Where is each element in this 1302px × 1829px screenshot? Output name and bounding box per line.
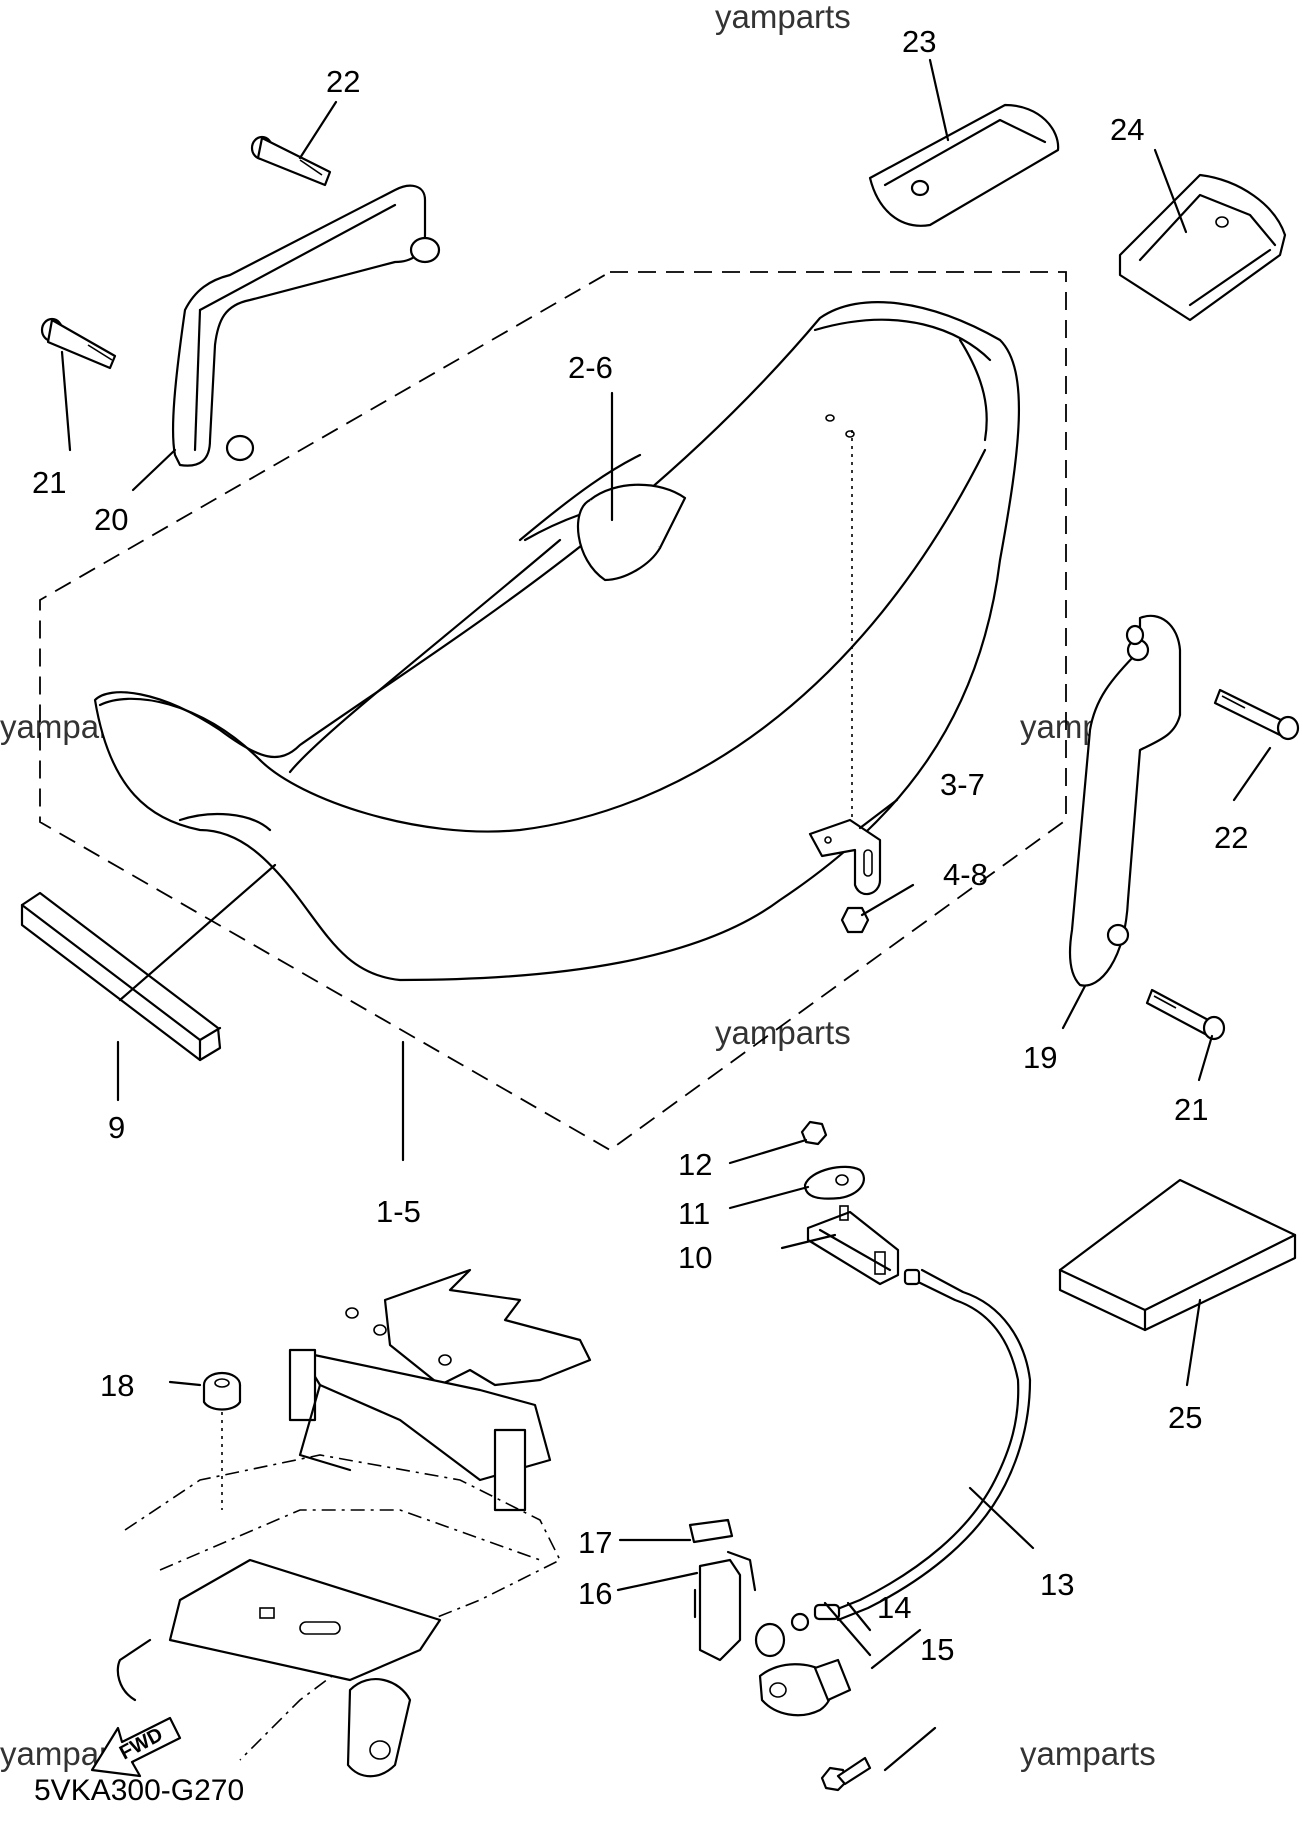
callout-21-left: 21 xyxy=(32,465,66,500)
left-grab-bar-part xyxy=(171,184,441,467)
seat-lock-cable-part xyxy=(790,1268,1032,1632)
callout-12: 12 xyxy=(678,1147,712,1182)
cushion-pad-part xyxy=(868,103,1060,227)
callout-14: 14 xyxy=(877,1590,911,1625)
seat-assembly-outline xyxy=(39,271,1067,1152)
watermark: yamparts xyxy=(715,0,851,35)
callout-17: 17 xyxy=(578,1525,612,1560)
lock-bracket-part xyxy=(806,1205,900,1286)
damper-part xyxy=(202,1371,242,1510)
right-upper-bolt-part xyxy=(1213,688,1300,741)
callout-23: 23 xyxy=(902,24,936,59)
callout-19: 19 xyxy=(1023,1040,1057,1075)
callout-2-6: 2-6 xyxy=(568,350,613,385)
frame-section xyxy=(116,1268,592,1778)
seat-bracket-part xyxy=(808,818,882,896)
callout-15: 15 xyxy=(920,1632,954,1667)
leader-lines xyxy=(60,58,1272,1772)
nut-part xyxy=(840,906,870,934)
seal-strip-part xyxy=(20,891,222,1062)
lock-bolt-part xyxy=(820,1756,872,1792)
callout-3-7: 3-7 xyxy=(940,767,985,802)
seat-pad-part xyxy=(688,1518,734,1544)
callout-24: 24 xyxy=(1110,112,1144,147)
callout-18: 18 xyxy=(100,1368,134,1403)
seat-strap-part xyxy=(576,483,687,582)
left-lower-bolt-part xyxy=(40,317,117,370)
diagram-code: 5VKA300-G270 xyxy=(34,1774,244,1807)
callout-11: 11 xyxy=(678,1196,710,1231)
callout-1-5: 1-5 xyxy=(376,1194,421,1229)
owners-manual-part xyxy=(1058,1178,1297,1332)
callout-22-right: 22 xyxy=(1214,820,1248,855)
lock-nut-part xyxy=(800,1120,828,1146)
seat-hole xyxy=(825,414,835,422)
callout-20: 20 xyxy=(94,502,128,537)
lock-plate-part xyxy=(803,1165,865,1200)
tray-part xyxy=(1118,173,1287,322)
callout-9: 9 xyxy=(108,1110,125,1145)
right-lower-bolt-part xyxy=(1145,988,1226,1041)
seat-part xyxy=(93,301,1021,982)
forward-arrow-marker: FWD xyxy=(90,1716,182,1778)
callout-22-left: 22 xyxy=(326,64,360,99)
lock-holder-bracket-part xyxy=(698,1550,757,1662)
callout-4-8: 4-8 xyxy=(943,857,988,892)
callout-21-right: 21 xyxy=(1174,1092,1208,1127)
seat-hole xyxy=(845,430,855,438)
seat-lock-part xyxy=(754,1622,852,1717)
left-upper-bolt-part xyxy=(250,135,332,187)
callout-13: 13 xyxy=(1040,1567,1074,1602)
callout-10: 10 xyxy=(678,1240,712,1275)
right-grab-bar-part xyxy=(1069,614,1182,987)
callout-16: 16 xyxy=(578,1576,612,1611)
watermark: yamparts xyxy=(1020,1735,1156,1772)
watermark: yamparts xyxy=(715,1014,851,1051)
callout-25: 25 xyxy=(1168,1400,1202,1435)
